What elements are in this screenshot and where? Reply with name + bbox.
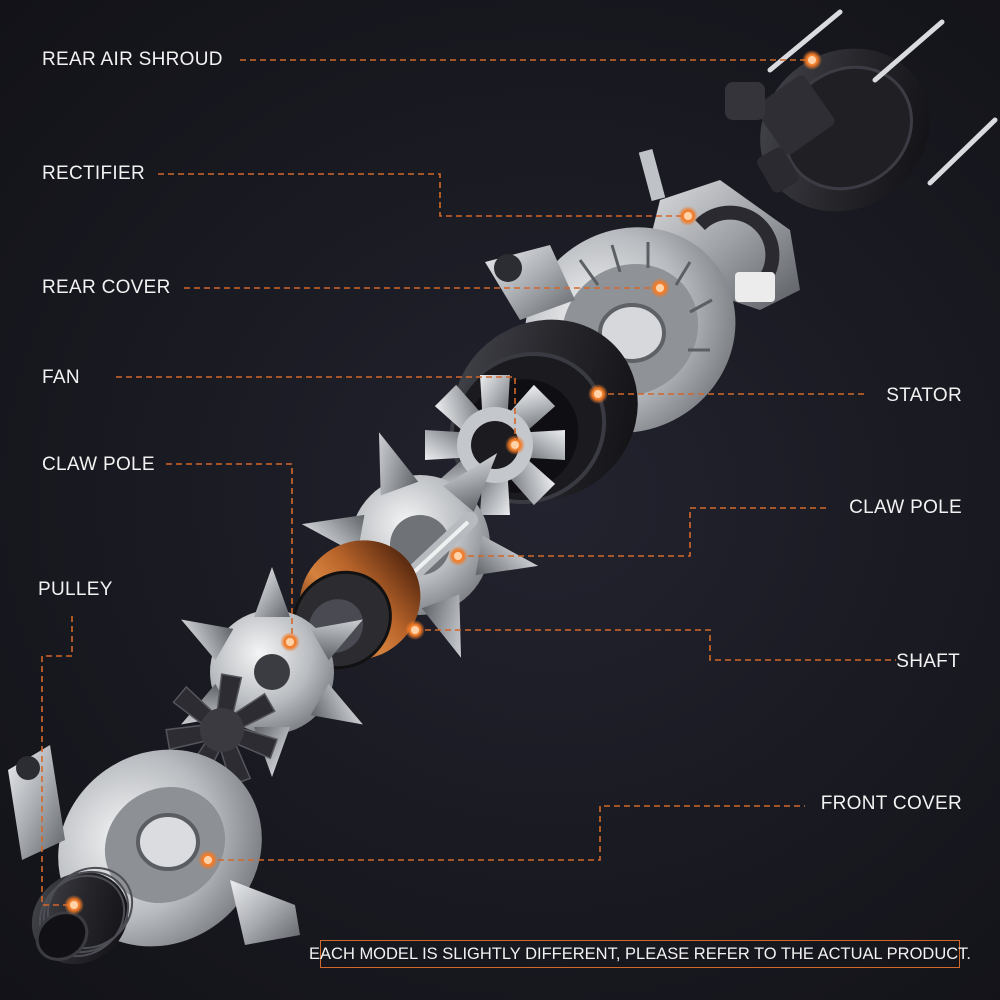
leader-shaft xyxy=(415,629,896,661)
leader-fan xyxy=(116,376,516,443)
marker-pulley xyxy=(64,895,84,915)
label-rectifier: RECTIFIER xyxy=(42,163,145,184)
marker-front-cover xyxy=(198,850,218,870)
label-rear-air-shroud: REAR AIR SHROUD xyxy=(42,49,223,70)
label-rear-cover: REAR COVER xyxy=(42,277,171,298)
rear-air-shroud-part xyxy=(725,9,998,212)
pulley-part xyxy=(31,866,134,965)
marker-fan xyxy=(505,435,525,455)
label-claw-pole-left: CLAW POLE xyxy=(42,454,155,475)
front-cover-part xyxy=(8,745,300,947)
label-front-cover: FRONT COVER xyxy=(820,793,962,814)
marker-stator xyxy=(588,384,608,404)
marker-rear-cover xyxy=(650,278,670,298)
leader-pulley xyxy=(41,616,73,906)
leader-front-cover xyxy=(208,805,805,861)
leader-claw-pole-left xyxy=(166,463,293,640)
leader-claw-pole-right xyxy=(458,507,830,557)
disclaimer-notice: EACH MODEL IS SLIGHTLY DIFFERENT, PLEASE… xyxy=(309,940,971,968)
claw-pole-front-part xyxy=(181,567,363,777)
label-fan: FAN xyxy=(42,367,80,388)
marker-dots xyxy=(64,50,822,915)
marker-claw-pole-right xyxy=(448,546,468,566)
marker-rectifier xyxy=(678,206,698,226)
marker-claw-pole-left xyxy=(280,632,300,652)
label-shaft: SHAFT xyxy=(896,651,960,672)
leader-rectifier xyxy=(158,173,688,217)
marker-rear-air-shroud xyxy=(802,50,822,70)
marker-shaft xyxy=(405,620,425,640)
label-claw-pole-right: CLAW POLE xyxy=(849,497,962,518)
leader-lines xyxy=(41,59,896,906)
rear-cover-part xyxy=(485,227,736,433)
label-stator: STATOR xyxy=(886,385,962,406)
label-pulley: PULLEY xyxy=(38,579,113,600)
